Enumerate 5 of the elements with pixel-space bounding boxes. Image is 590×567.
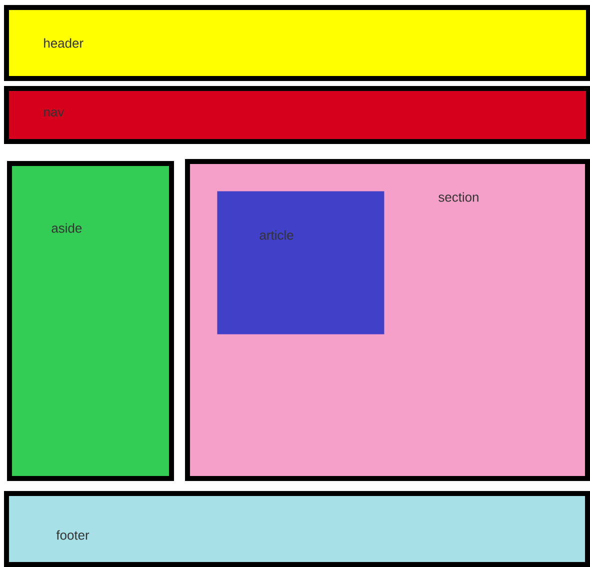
layout-box: header: [4, 5, 590, 81]
layout-box: aside: [7, 161, 174, 481]
layout-box: nav: [4, 86, 590, 144]
layout-box: footer: [4, 491, 590, 567]
layout-box: article: [217, 191, 384, 334]
